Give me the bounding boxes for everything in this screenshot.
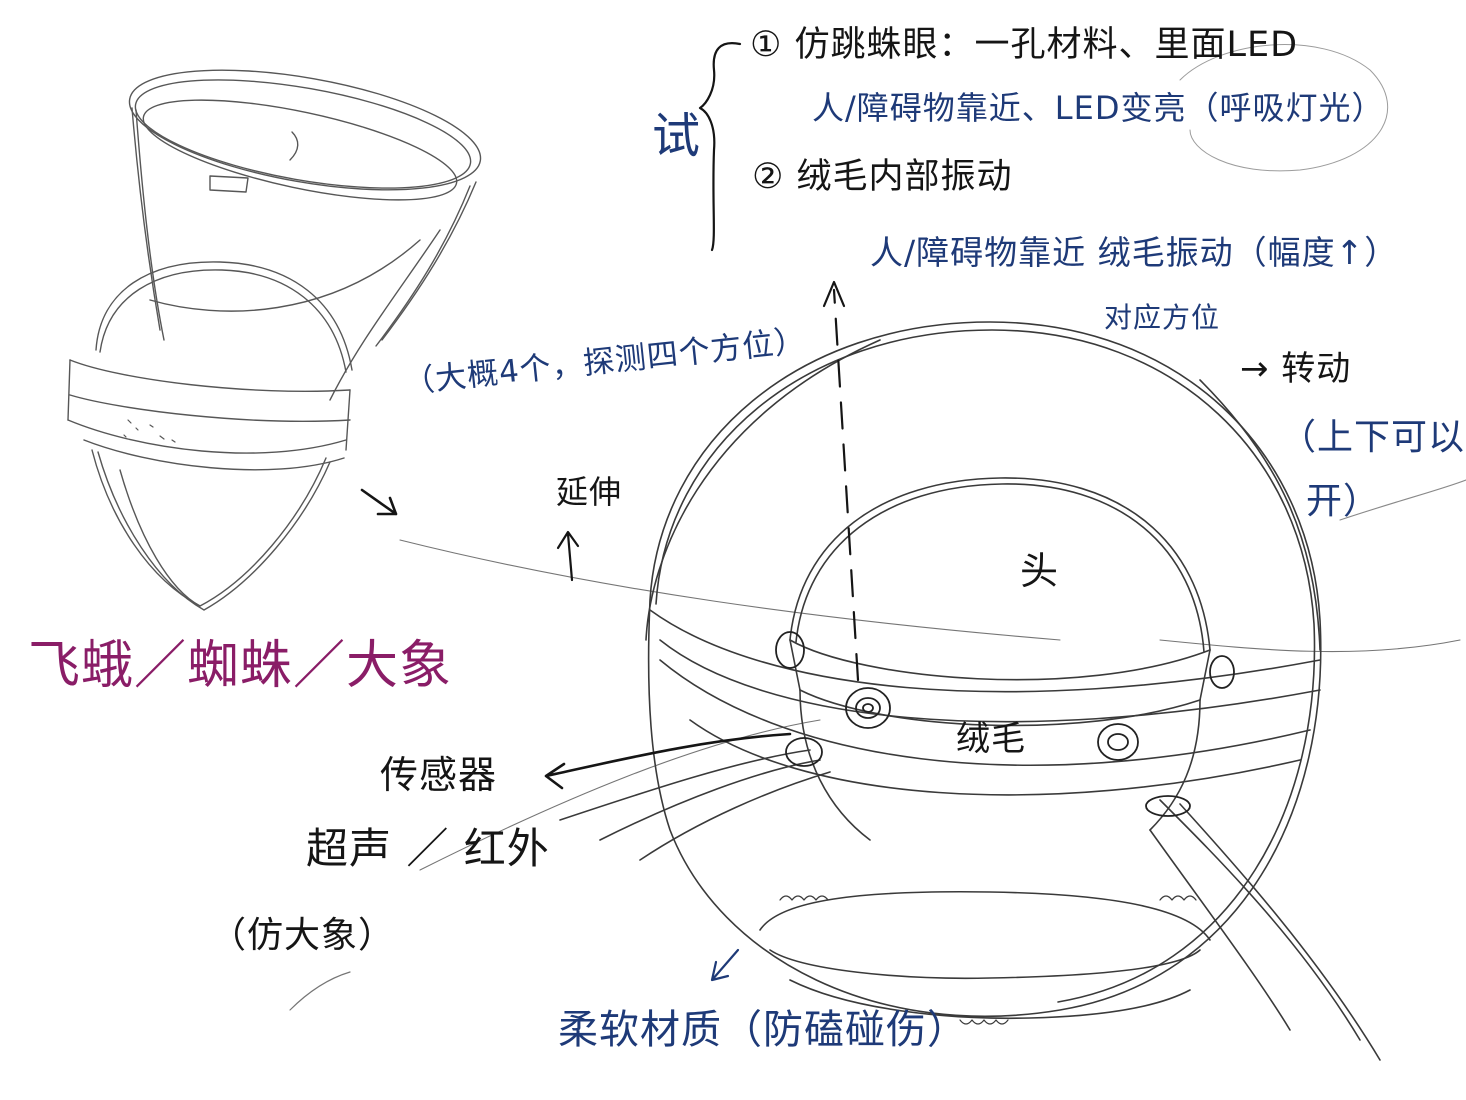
- note-option2-detail: 人/障碍物靠近 绒毛振动（幅度↑）: [870, 233, 1399, 272]
- note-sensor-inspiration: （仿大象）: [210, 915, 396, 956]
- note-option1: ① 仿跳蛛眼：一孔材料、里面LED: [750, 25, 1299, 65]
- note-inspiration: 飞蛾／蜘蛛／大象: [28, 636, 453, 696]
- note-option2: ② 绒毛内部振动: [752, 157, 1013, 197]
- options-bracket: [698, 42, 742, 252]
- note-option-label: 试: [652, 108, 702, 164]
- note-material: 柔软材质（防磕碰伤）: [558, 1007, 968, 1053]
- note-rotate-detail-line1: （上下可以打: [1280, 417, 1466, 458]
- decorative-swirl: [1179, 44, 1389, 172]
- arrow-to-material-label: [710, 948, 740, 982]
- vertical-dashed-axis: [822, 280, 860, 682]
- sensor-eyes: [775, 631, 1235, 817]
- arrow-to-main-sketch: [360, 488, 398, 516]
- arrow-to-sensor-label: [544, 732, 792, 790]
- arrow-up-extend: [556, 530, 580, 582]
- note-head: 头: [1020, 549, 1060, 593]
- sphere-robot-sketch: [399, 321, 1466, 1061]
- cup-concept-sketch: [67, 69, 482, 611]
- note-fur: 绒毛: [956, 719, 1026, 759]
- note-option2-side: 对应方位: [1104, 301, 1221, 334]
- note-rotate: → 转动: [1240, 349, 1352, 389]
- note-option1-detail: 人/障碍物靠近、LED变亮（呼吸灯光）: [812, 89, 1385, 127]
- decorative-stroke: [289, 971, 351, 1011]
- note-rotate-detail-line2: 开）: [1306, 481, 1381, 522]
- note-extend: 延伸: [556, 473, 623, 511]
- note-sensor-type: 超声 ／ 红外: [306, 824, 550, 873]
- note-sensor: 传感器: [380, 753, 498, 797]
